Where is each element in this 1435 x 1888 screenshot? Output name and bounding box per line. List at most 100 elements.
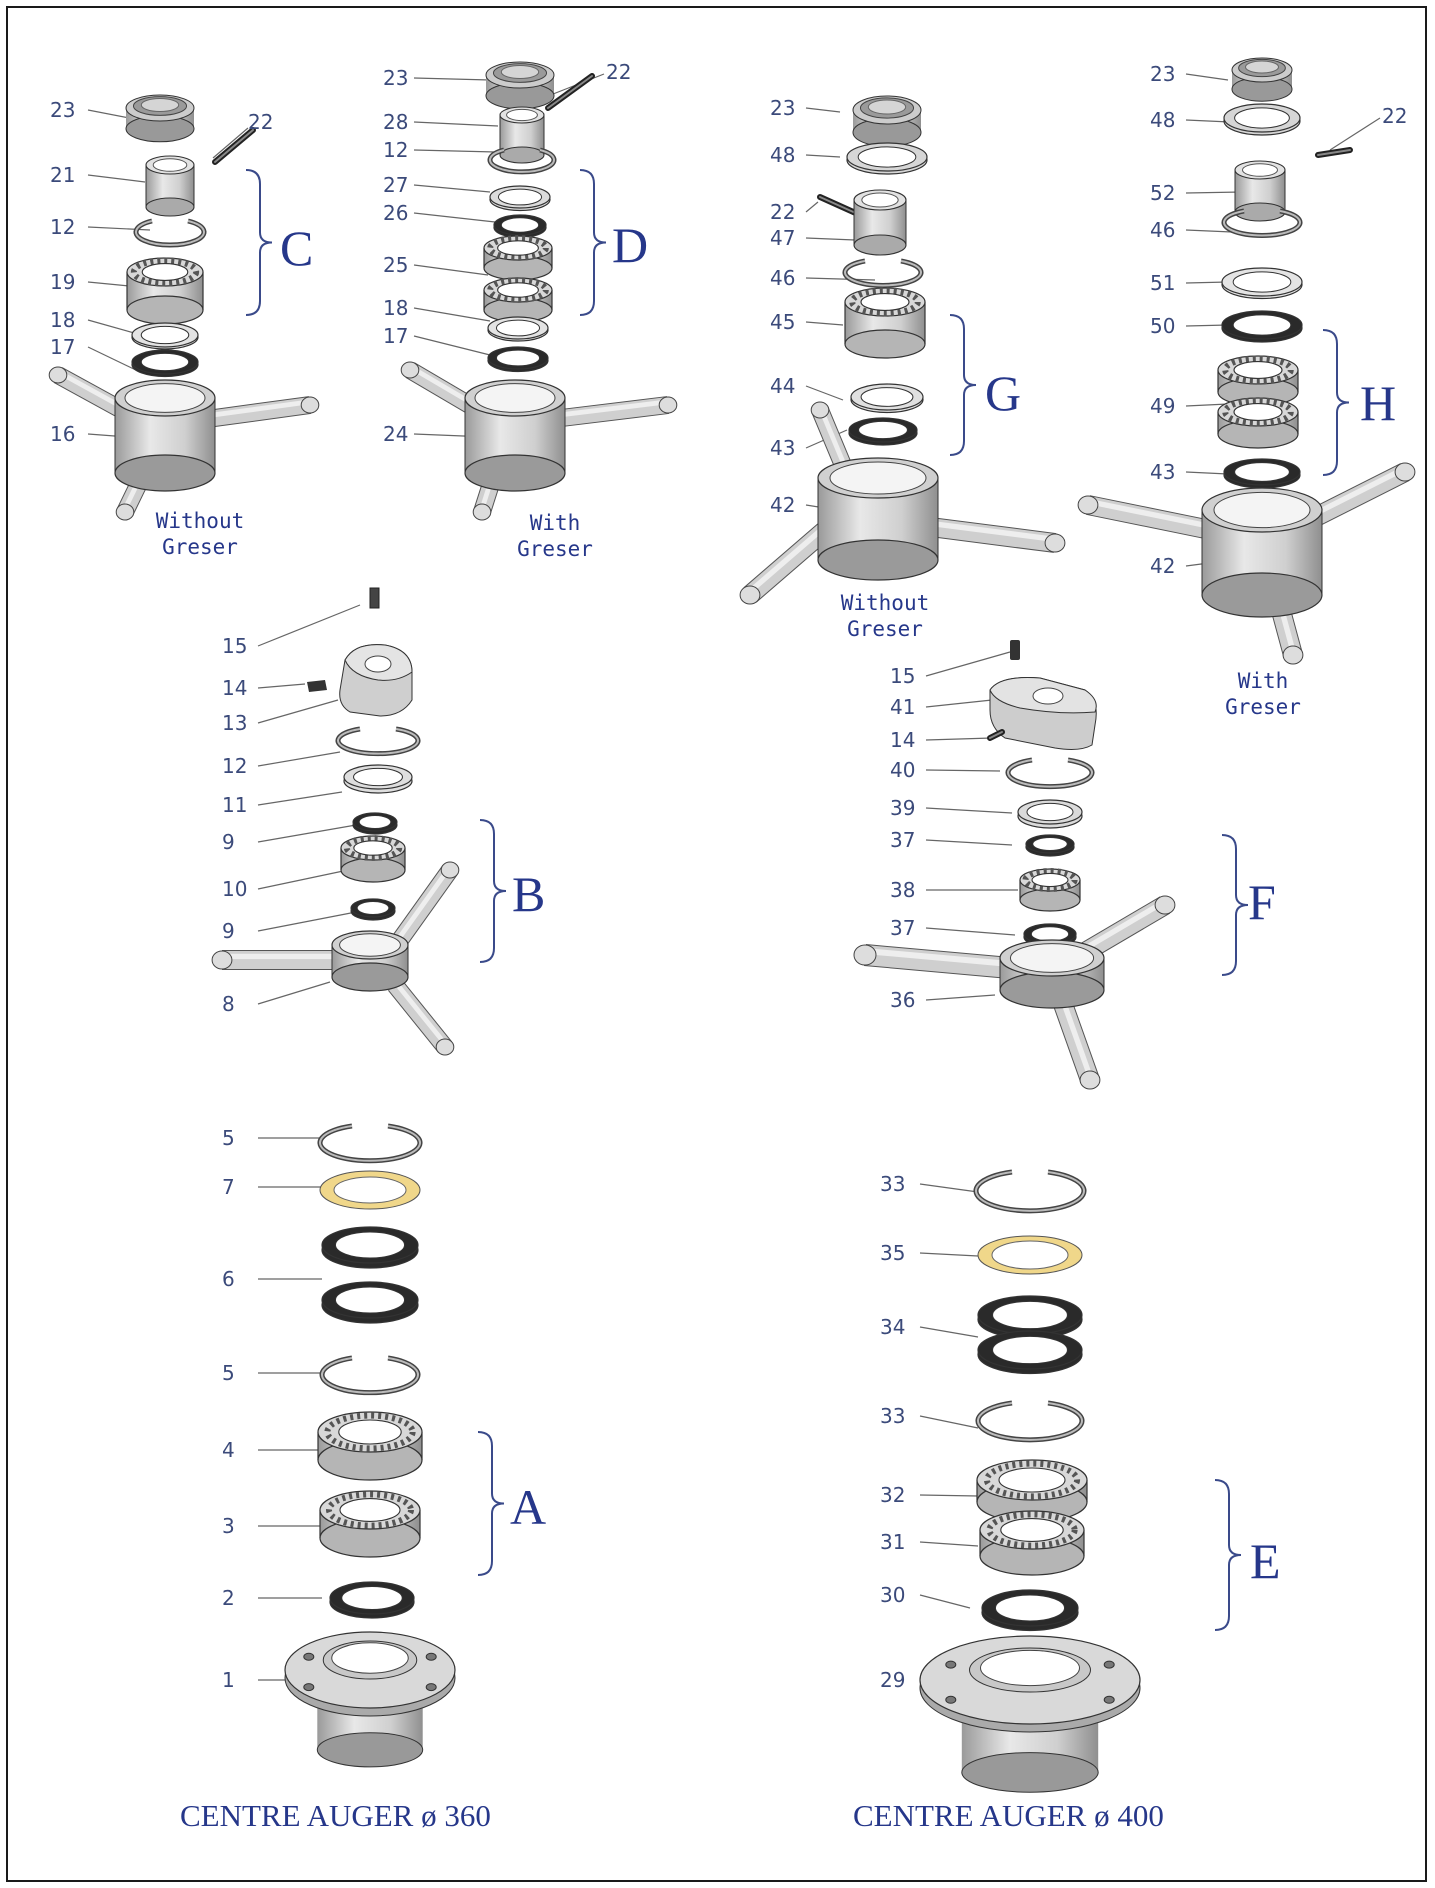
parts-layer	[48, 57, 1416, 1793]
clamp-13	[339, 644, 413, 717]
seal-43-g	[848, 417, 918, 446]
title-auger-360: CENTRE AUGER ø 360	[180, 1798, 491, 1833]
leader-line	[1185, 119, 1231, 123]
seal-6-a	[321, 1226, 419, 1269]
pin-22-c	[212, 127, 256, 165]
leader-line	[925, 839, 1013, 846]
leader-line	[925, 807, 1013, 814]
bearing-19	[126, 257, 204, 325]
caption-d-line2: Greser	[517, 537, 593, 561]
arm-42-up	[810, 401, 854, 474]
callout-30: 30	[880, 1583, 906, 1607]
leader-line	[1185, 191, 1243, 194]
callout-5: 5	[222, 1361, 235, 1385]
callout-10: 10	[222, 877, 248, 901]
ring-18-c	[131, 322, 199, 350]
seal-30	[981, 1589, 1079, 1632]
leader-line	[925, 699, 993, 708]
leader-line	[257, 751, 341, 767]
caption-h: With Greser	[1203, 668, 1323, 720]
caption-d-line1: With	[529, 511, 581, 535]
callout-38: 38	[890, 878, 916, 902]
leader-line	[1185, 403, 1229, 407]
leader-line	[925, 737, 993, 741]
callout-22: 22	[770, 200, 796, 224]
callout-43: 43	[770, 436, 796, 460]
arm-8-up	[392, 861, 460, 946]
circlip-46-g	[842, 258, 924, 288]
cap-23-d	[485, 61, 555, 110]
leader-line	[919, 1541, 979, 1547]
leader-line	[1185, 471, 1229, 475]
callout-22: 22	[1382, 104, 1408, 128]
callout-48: 48	[770, 143, 796, 167]
seal-17-d	[487, 346, 549, 373]
drawing-border	[6, 6, 1427, 1882]
callout-22: 22	[606, 60, 632, 84]
leader-line	[413, 307, 491, 322]
leader-line	[805, 154, 841, 158]
caption-h-line1: With	[1237, 669, 1289, 693]
callout-51: 51	[1150, 271, 1176, 295]
bearing-25b	[483, 277, 553, 323]
callout-46: 46	[1150, 218, 1176, 242]
leader-line	[257, 699, 339, 724]
circlip-33-bottom	[975, 1400, 1085, 1443]
leader-line	[919, 1252, 979, 1257]
callout-27: 27	[383, 173, 409, 197]
leader-line	[925, 994, 996, 1001]
pin-22-h	[1315, 147, 1353, 158]
leader-line	[805, 201, 819, 213]
pin-22-d	[545, 73, 595, 111]
leader-line	[413, 77, 491, 81]
leader-line	[1185, 229, 1233, 233]
group-brace	[245, 169, 273, 316]
callout-22: 22	[248, 110, 274, 134]
leader-line	[87, 226, 151, 231]
leader-line	[919, 1415, 979, 1429]
leader-line	[413, 184, 491, 193]
caption-h-line2: Greser	[1225, 695, 1301, 719]
ring-48-g	[846, 142, 928, 175]
bearing-45	[844, 287, 926, 359]
callout-17: 17	[50, 335, 76, 359]
leader-line	[257, 683, 306, 689]
callout-25: 25	[383, 253, 409, 277]
callout-28: 28	[383, 110, 409, 134]
bush-28	[499, 106, 545, 164]
leader-lines	[87, 73, 1381, 1681]
pin-14-b	[307, 680, 327, 692]
group-letter-f: F	[1248, 874, 1276, 930]
leader-line	[257, 604, 361, 647]
flange-1	[284, 1631, 456, 1768]
arm-8-down	[387, 979, 455, 1056]
leader-line	[925, 769, 1001, 772]
leader-line	[919, 1326, 979, 1338]
group-brace	[1214, 1479, 1242, 1631]
circlip-40	[1005, 757, 1095, 790]
leader-line	[919, 1183, 979, 1193]
callout-15: 15	[890, 664, 916, 688]
circlip-12-c	[133, 218, 207, 248]
callout-46: 46	[770, 266, 796, 290]
caption-d: With Greser	[495, 510, 615, 562]
arm-36-left	[853, 944, 1011, 979]
washer-27	[489, 185, 551, 212]
leader-line	[1329, 117, 1381, 151]
seal-17-c	[131, 349, 199, 378]
seal-34-b	[977, 1330, 1083, 1375]
seal-43-h	[1223, 458, 1301, 489]
bush-47	[853, 189, 907, 256]
callout-45: 45	[770, 310, 796, 334]
callout-15: 15	[222, 634, 248, 658]
bearing-31	[979, 1510, 1085, 1576]
hub-8	[331, 930, 409, 992]
callout-41: 41	[890, 695, 916, 719]
callout-5: 5	[222, 1126, 235, 1150]
bearing-25a	[483, 235, 553, 281]
washer-11	[343, 764, 413, 794]
hub-16	[114, 379, 216, 492]
group-letter-h: H	[1360, 375, 1397, 431]
callout-6: 6	[222, 1267, 235, 1291]
callout-39: 39	[890, 796, 916, 820]
